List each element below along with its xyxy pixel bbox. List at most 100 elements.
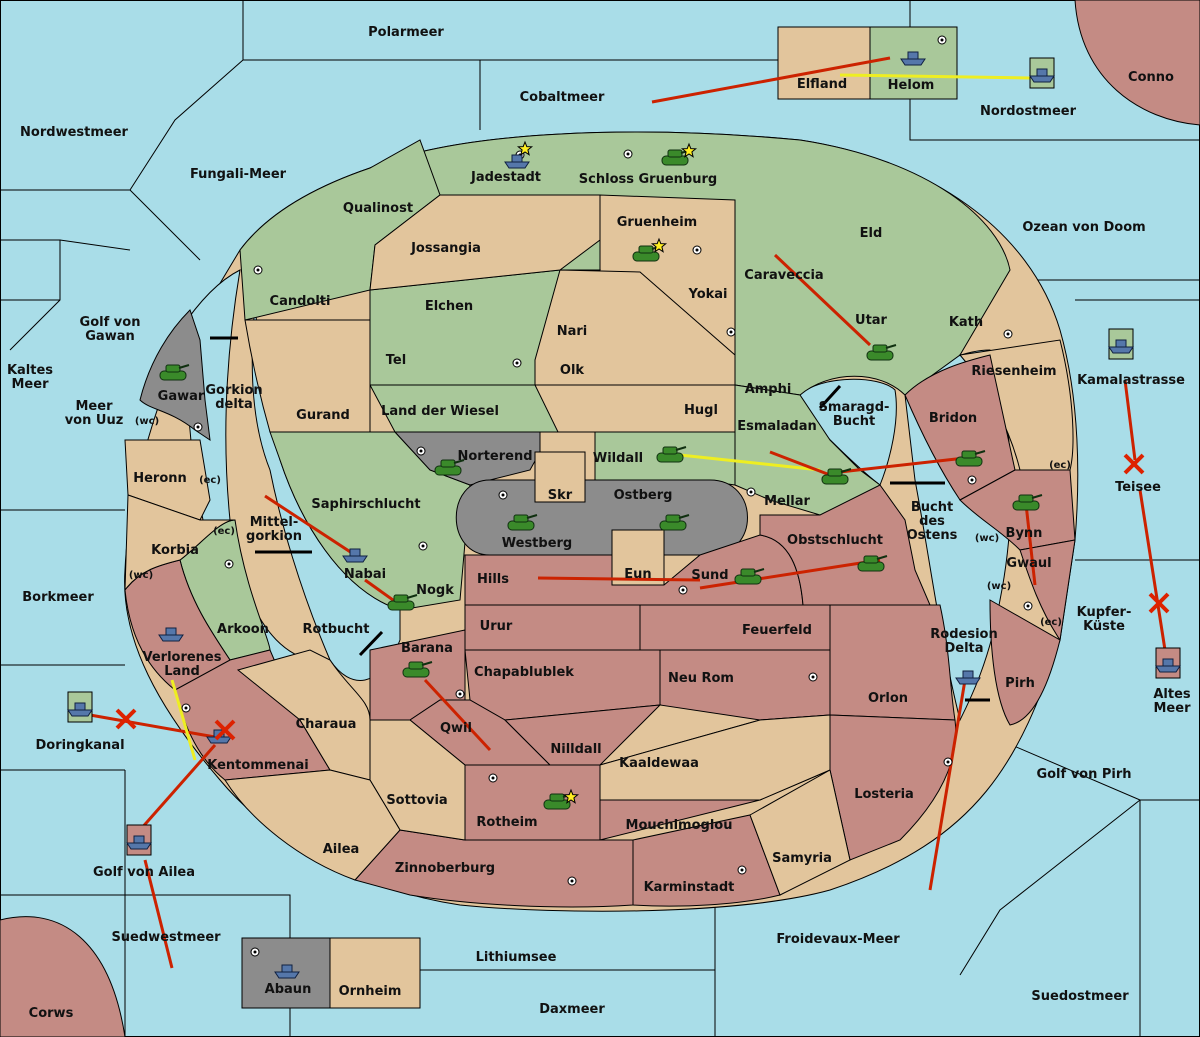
hills-label: Hills <box>477 572 509 587</box>
doringkanal-sea-label: Doringkanal <box>35 738 124 753</box>
tank-icon[interactable] <box>402 661 433 678</box>
ozean-sea-label: Ozean von Doom <box>1022 220 1145 235</box>
supply-center-icon <box>253 265 263 275</box>
westberg-label: Westberg <box>502 536 572 551</box>
fungali-sea-label: Fungali-Meer <box>190 167 287 182</box>
eun-label: Eun <box>624 567 651 582</box>
supply-center-icon <box>737 865 747 875</box>
polarmeer-sea-label: Polarmeer <box>368 25 444 40</box>
tank-icon[interactable] <box>955 450 986 467</box>
tank-icon[interactable] <box>659 514 690 531</box>
ship-icon[interactable] <box>126 824 152 856</box>
supply-center-icon <box>937 35 947 45</box>
star-icon <box>650 237 668 253</box>
tank-icon[interactable] <box>507 514 538 531</box>
losteria-label: Losteria <box>854 787 914 802</box>
zinnoberburg-label: Zinnoberburg <box>395 861 495 876</box>
ship-icon[interactable] <box>342 548 368 563</box>
tank-icon[interactable] <box>543 793 574 810</box>
tank-icon[interactable] <box>434 459 465 476</box>
supply-center-icon <box>455 689 465 699</box>
samyria-label: Samyria <box>772 851 832 866</box>
corws-sea-label: Corws <box>29 1006 74 1021</box>
land-wiesel-label: Land der Wiesel <box>381 404 499 419</box>
jossangia-label: Jossangia <box>410 241 481 256</box>
obstschlucht-label: Obstschlucht <box>787 533 883 548</box>
schloss-label: Schloss Gruenburg <box>579 172 717 187</box>
wildall-label: Wildall <box>593 451 643 466</box>
bridon-label: Bridon <box>929 411 977 426</box>
supply-center-icon <box>1003 329 1013 339</box>
orders <box>89 56 1167 969</box>
x-mark-icon <box>1148 592 1170 614</box>
tank-icon[interactable] <box>656 446 687 463</box>
supply-center-icon <box>967 475 977 485</box>
ship-icon[interactable] <box>274 964 300 979</box>
supply-center-icon <box>224 559 234 569</box>
mellar-label: Mellar <box>764 494 810 509</box>
olk-label: Olk <box>560 363 585 378</box>
supply-center-icon <box>512 358 522 368</box>
supply-center-icon <box>193 422 203 432</box>
supply-center-icon <box>498 490 508 500</box>
kaaldewaa-label: Kaaldewaa <box>619 756 699 771</box>
helom-label: Helom <box>888 78 935 93</box>
mittelgorkion-sea-label: Mittel-gorkion <box>246 515 302 544</box>
ec1-coast-tag: (ec) <box>199 475 221 486</box>
gwaul-label: Gwaul <box>1006 556 1051 571</box>
tank-icon[interactable] <box>866 344 897 361</box>
teisee-sea-label: Teisee <box>1115 480 1161 495</box>
gurand-label: Gurand <box>296 408 350 423</box>
supply-center-icon <box>418 541 428 551</box>
wc2-coast-tag: (wc) <box>129 570 153 581</box>
ship-icon[interactable] <box>1029 57 1055 89</box>
yokai-label: Yokai <box>687 287 727 302</box>
tank-icon[interactable] <box>661 149 692 166</box>
rotheim-label: Rotheim <box>476 815 537 830</box>
wc4-coast-tag: (wc) <box>987 581 1011 592</box>
nordostmeer-sea-label: Nordostmeer <box>980 104 1077 119</box>
rotbucht-sea-label: Rotbucht <box>303 622 370 637</box>
ship-icon[interactable] <box>504 154 530 169</box>
conno-sea-label: Conno <box>1128 70 1174 85</box>
golf-ailea-sea-label: Golf von Ailea <box>93 865 195 880</box>
ec4-coast-tag: (ec) <box>1040 617 1062 628</box>
ship-icon[interactable] <box>1155 647 1181 679</box>
star-icon <box>516 140 534 156</box>
tank-icon[interactable] <box>734 568 765 585</box>
x-mark-icon <box>214 719 236 741</box>
nogk-label: Nogk <box>416 583 454 598</box>
froidevaux-sea-label: Froidevaux-Meer <box>776 932 900 947</box>
candolti-label: Candolti <box>270 294 331 309</box>
tank-icon[interactable] <box>857 555 888 572</box>
orlon-label: Orlon <box>868 691 908 706</box>
nordwestmeer-sea-label: Nordwestmeer <box>20 125 128 140</box>
arkoon-label: Arkoon <box>217 622 269 637</box>
tank-icon[interactable] <box>821 468 852 485</box>
tank-icon[interactable] <box>387 594 418 611</box>
lithiumsee-sea-label: Lithiumsee <box>476 950 557 965</box>
ship-icon[interactable] <box>158 627 184 642</box>
pirh-label: Pirh <box>1005 676 1035 691</box>
tank-icon[interactable] <box>1012 494 1043 511</box>
ornheim-label: Ornheim <box>339 984 402 999</box>
supply-center-icon <box>726 327 736 337</box>
ship-icon[interactable] <box>955 670 981 685</box>
ship-icon[interactable] <box>900 51 926 66</box>
supply-center-icon <box>808 672 818 682</box>
nabai-label: Nabai <box>344 567 386 582</box>
gruenheim-label: Gruenheim <box>617 215 697 230</box>
ship-icon[interactable] <box>67 691 93 723</box>
ship-icon[interactable] <box>1108 328 1134 360</box>
feuerfeld-label: Feuerfeld <box>742 623 812 638</box>
landmass <box>124 131 1079 912</box>
tank-icon[interactable] <box>159 364 190 381</box>
daxmeer-sea-label: Daxmeer <box>539 1002 605 1017</box>
heronn-label: Heronn <box>133 471 187 486</box>
kath-label: Kath <box>949 315 983 330</box>
jadestadt-label: Jadestadt <box>470 170 541 185</box>
